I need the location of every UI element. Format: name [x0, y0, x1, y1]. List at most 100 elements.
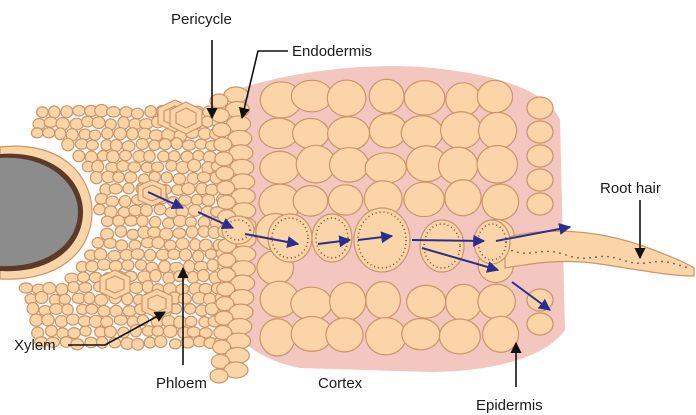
cortex-cell [326, 318, 363, 352]
stele-cell [94, 249, 107, 261]
cortex-cell [441, 112, 482, 149]
stele-cell [158, 151, 170, 162]
stele-cell [163, 218, 175, 229]
stele-cell [97, 259, 110, 270]
stele-cell [123, 183, 134, 194]
cortex-cell [293, 186, 328, 217]
hair-dot [547, 250, 549, 252]
stele-cell [62, 138, 74, 150]
stele-cell [124, 172, 136, 183]
stele-cell [182, 183, 195, 195]
stele-cell [110, 140, 122, 152]
stele-cell [179, 249, 191, 261]
stele-cell [49, 106, 60, 118]
passage-cell [312, 214, 352, 262]
pericycle-cell [213, 123, 231, 137]
stele-cell [168, 249, 180, 259]
label-xylem: Xylem [14, 337, 56, 354]
stele-cell [92, 238, 103, 248]
cortex-cell [327, 80, 366, 116]
stele-cell [94, 204, 106, 215]
label-pericycle: Pericycle [171, 11, 232, 28]
stele-cell [128, 162, 141, 173]
hair-dot [673, 263, 675, 265]
hair-dot [667, 261, 669, 263]
stele-cell [205, 249, 216, 259]
stele-cell [170, 339, 181, 349]
stele-cell [35, 292, 48, 304]
stele-cell [90, 171, 102, 183]
stele-cell [95, 294, 108, 305]
stele-cell [114, 128, 126, 140]
stele-cell [173, 173, 185, 184]
stele-cell [114, 315, 127, 325]
stele-cell [149, 216, 160, 227]
hair-dot [601, 256, 603, 258]
cortex-cell [446, 83, 481, 116]
stele-cell [123, 306, 137, 317]
stele-cell [152, 237, 165, 249]
stele-cell [107, 107, 120, 117]
stele-cell [178, 293, 191, 304]
hair-dot [517, 251, 519, 253]
stele-cell [163, 325, 176, 337]
epidermis-cell [527, 121, 553, 143]
stele-cell [187, 271, 199, 283]
stele-cell [144, 337, 155, 348]
stele-cell [27, 303, 39, 315]
stele-cell [191, 194, 202, 205]
stele-cell [37, 107, 48, 118]
stele-cell [122, 260, 134, 271]
stele-cell [131, 108, 143, 119]
stele-cell [144, 150, 156, 162]
hair-dot [541, 251, 543, 253]
stele-cell [42, 314, 54, 326]
stele-cell [145, 106, 157, 118]
cortex-cell [366, 318, 406, 355]
stele-cell [50, 304, 63, 315]
stele-cell [132, 339, 144, 351]
stele-cell [155, 336, 167, 348]
label-epidermis: Epidermis [476, 397, 543, 414]
stele-cell [119, 195, 131, 207]
stele-cell [80, 326, 91, 336]
cortex-cell [291, 80, 332, 111]
cortex-cell [330, 148, 369, 183]
stele-cell [130, 282, 143, 293]
hair-dot [511, 250, 513, 252]
stele-cell [78, 272, 90, 282]
label-root-hair: Root hair [600, 180, 661, 197]
stele-cell [127, 229, 139, 239]
stele-cell [163, 272, 175, 284]
stele-cell [96, 337, 107, 349]
stele-cell [84, 292, 95, 304]
epidermis-cell [527, 289, 553, 311]
stele-cell [135, 260, 146, 271]
stele-cell [144, 249, 155, 261]
label-phloem: Phloem [156, 375, 207, 392]
passage-cell [474, 220, 510, 264]
stele-cell [107, 151, 120, 163]
stele-cell [30, 314, 43, 326]
stele-cell [104, 326, 116, 338]
cortex-cell [477, 80, 512, 112]
stele-cell [166, 160, 177, 171]
label-cortex: Cortex [318, 375, 363, 392]
cortex-cell [478, 284, 516, 319]
hair-dot [583, 257, 585, 259]
stele-cell [149, 140, 160, 150]
hair-dot [529, 252, 531, 254]
hair-dot [595, 256, 597, 258]
stele-cell [104, 238, 117, 248]
hair-dot [559, 252, 561, 254]
stele-cell [137, 215, 148, 226]
stele-cell [120, 107, 133, 118]
stele-cell [151, 162, 163, 172]
central-xylem-vessel [0, 146, 92, 279]
stele-cell [115, 226, 126, 238]
cortex-cell [328, 185, 362, 215]
cortex-cell [404, 81, 445, 115]
epidermis-cell [527, 193, 553, 215]
pericycle-cell [210, 369, 228, 383]
